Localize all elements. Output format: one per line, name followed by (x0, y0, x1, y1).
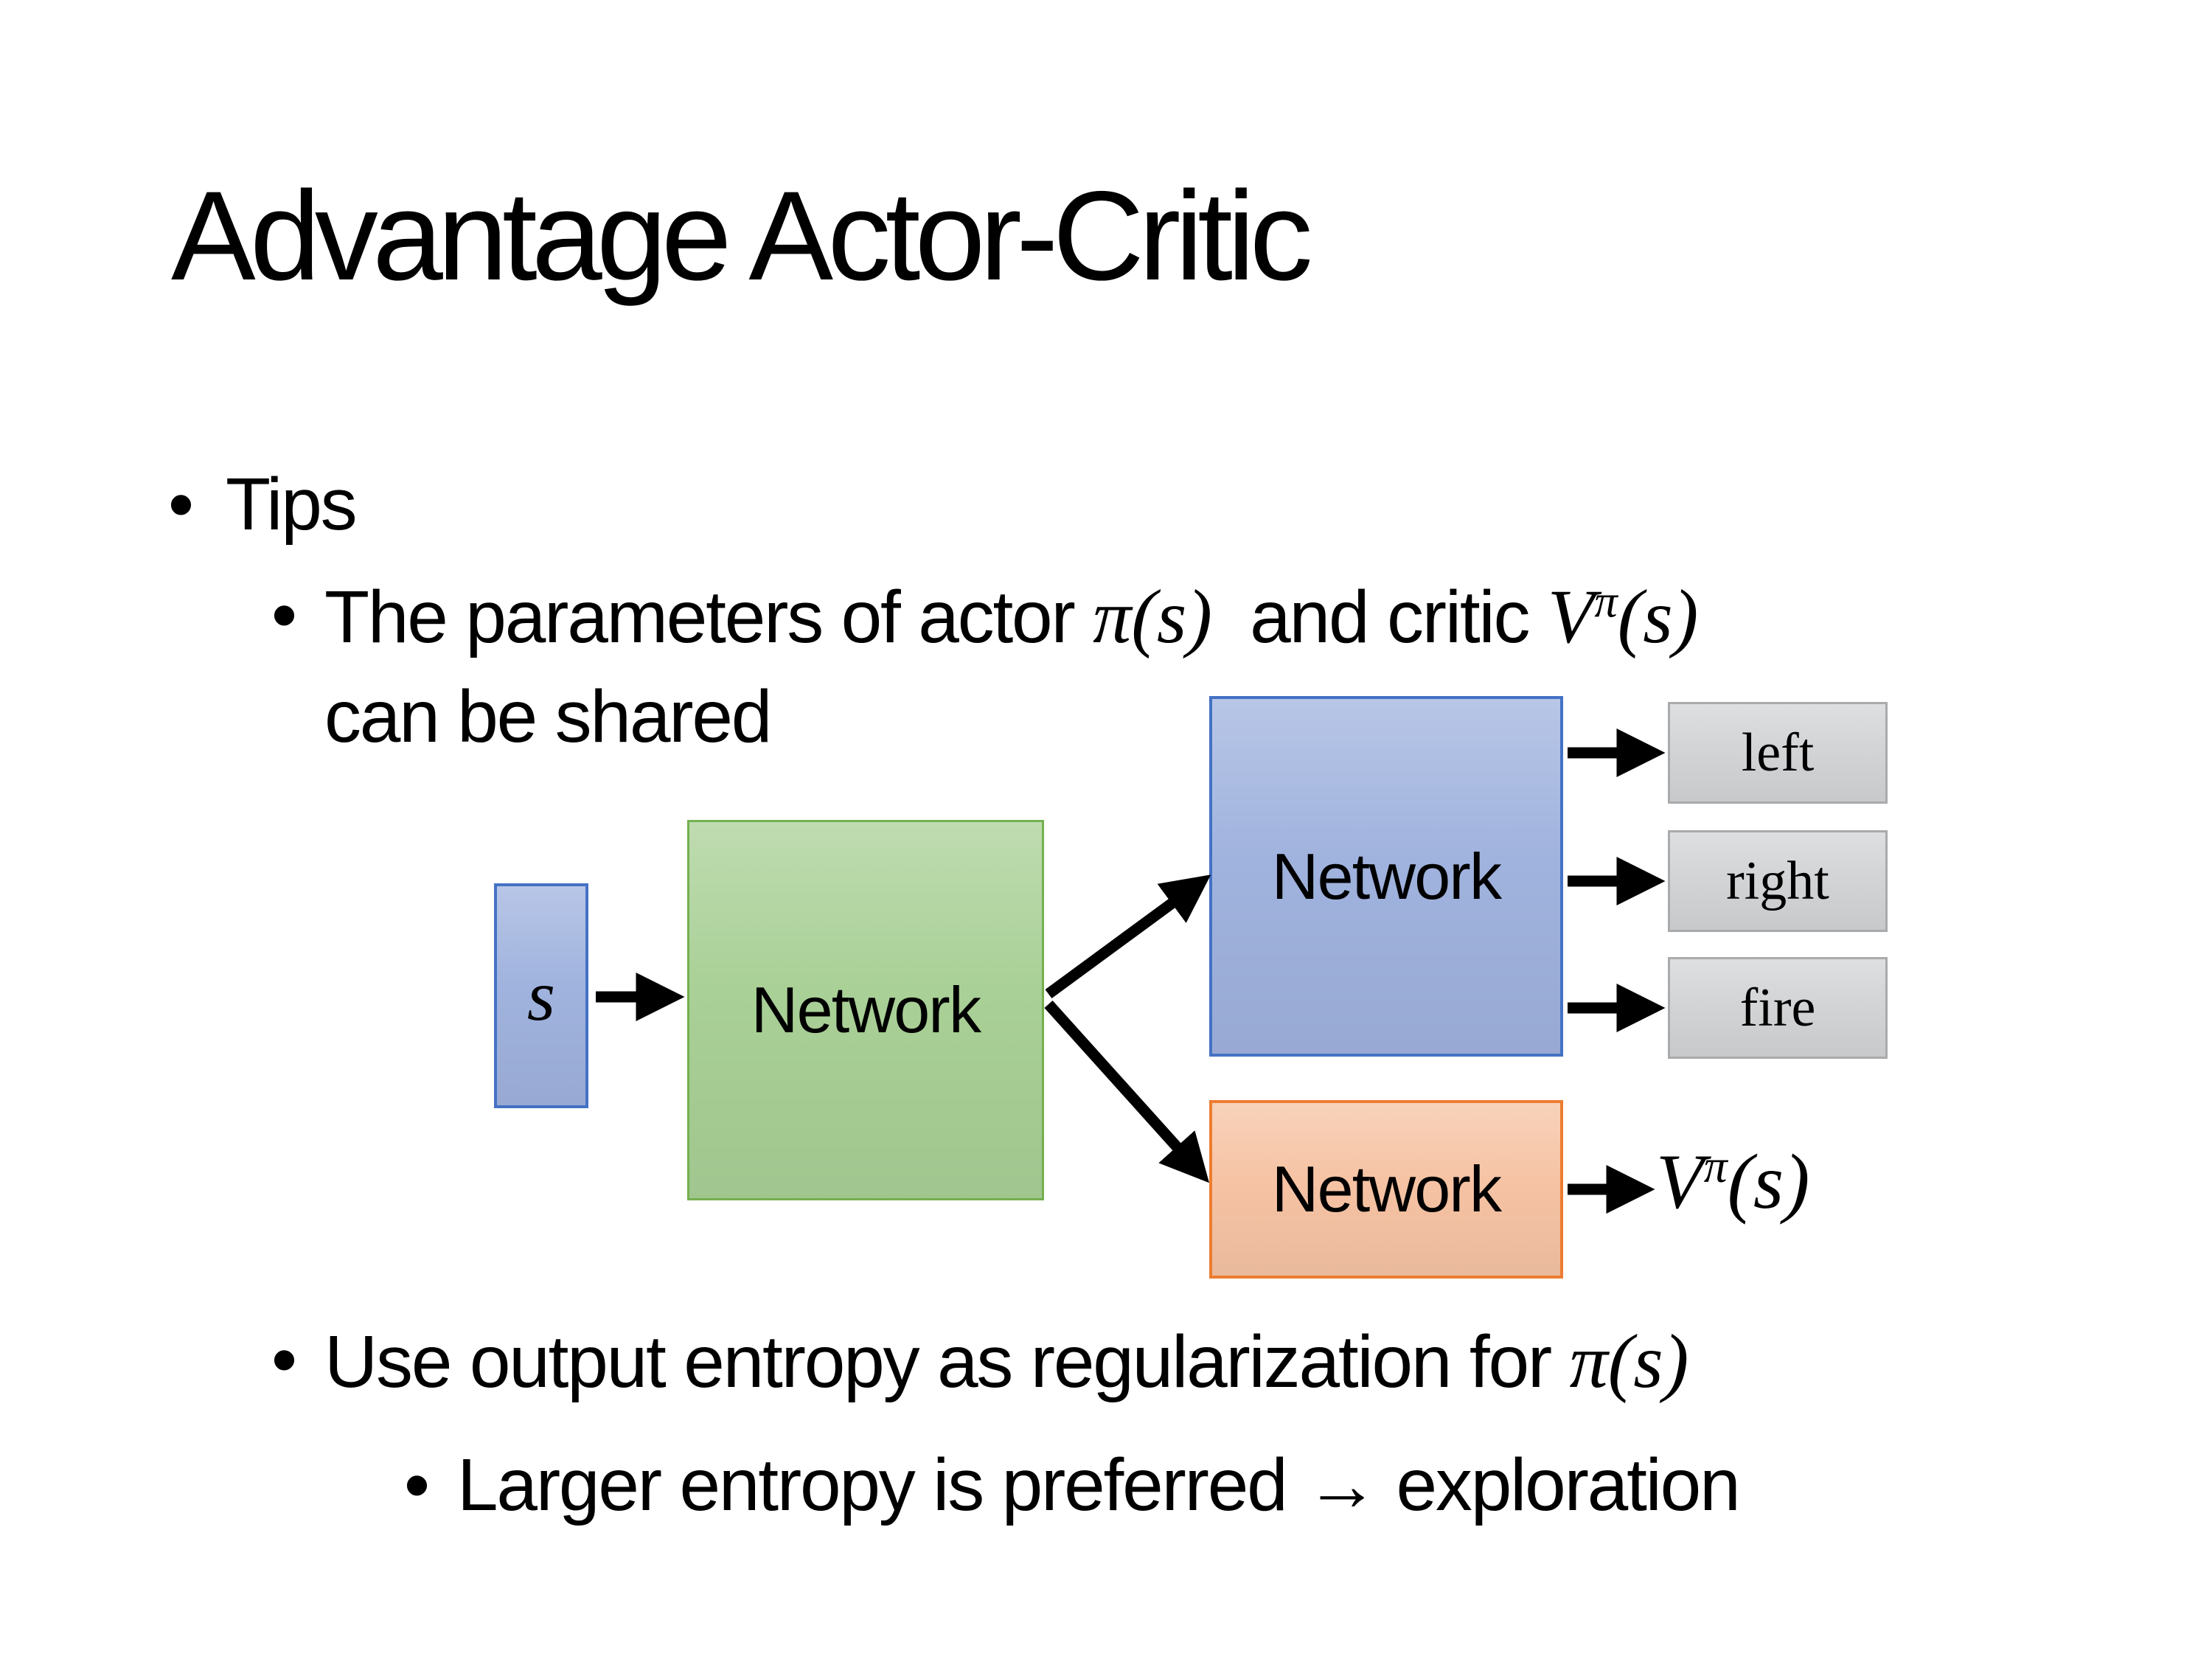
shared-network-box: Network (687, 820, 1044, 1200)
arrow-shared-to-actor (1045, 874, 1211, 999)
arrow-shared-to-critic (1044, 1000, 1210, 1183)
bullet-shared-parameters: • The parameters of actor π(s) and criti… (271, 566, 1698, 766)
actor-network-label: Network (1271, 839, 1502, 913)
entropy-pre: Use output entropy as regularization for (324, 1321, 1570, 1403)
bullet-marker: • (168, 463, 194, 546)
vout-args: (s) (1727, 1138, 1810, 1225)
parameters-pre: The parameters of actor (324, 576, 1093, 658)
action-label-right: right (1726, 850, 1829, 911)
larger-entropy-text: Larger entropy is preferred → exploratio… (457, 1444, 1741, 1526)
action-box-fire: fire (1668, 957, 1888, 1059)
bullet-marker: • (271, 574, 297, 656)
shared-parameters-line1: The parameters of actor π(s) and critic … (324, 566, 1698, 668)
math-v-pi-s: Vπ(s) (1548, 574, 1699, 659)
parameters-mid: and critic (1211, 576, 1548, 658)
vout-base: V (1656, 1138, 1704, 1225)
slide-title: Advantage Actor-Critic (171, 165, 1313, 307)
bullet-entropy-regularization: • Use output entropy as regularization f… (271, 1311, 1688, 1413)
math-v-args: (s) (1617, 574, 1699, 659)
math-pi-s-2: π(s) (1569, 1319, 1689, 1404)
bullet-larger-entropy: • Larger entropy is preferred → explorat… (404, 1436, 1741, 1534)
bullet-marker: • (404, 1444, 430, 1526)
entropy-regularization-text: Use output entropy as regularization for… (324, 1311, 1688, 1413)
actor-network-box: Network (1209, 696, 1563, 1057)
tips-label: Tips (226, 463, 358, 546)
shared-network-label: Network (751, 973, 981, 1046)
math-pi-s: π(s) (1093, 574, 1212, 659)
bullet-tips: • Tips (168, 456, 358, 554)
vout-sup: π (1703, 1140, 1728, 1193)
math-v-base: V (1547, 574, 1595, 659)
shared-parameters-line2: can be shared (324, 675, 772, 759)
critic-network-box: Network (1209, 1100, 1563, 1279)
action-box-right: right (1668, 830, 1888, 932)
state-input-box: s (494, 883, 588, 1108)
action-label-fire: fire (1739, 977, 1816, 1038)
critic-network-label: Network (1271, 1152, 1502, 1225)
state-label: s (526, 956, 556, 1036)
critic-output-value: Vπ(s) (1656, 1137, 1809, 1227)
shared-parameters-text: The parameters of actor π(s) and critic … (324, 566, 1698, 766)
action-box-left: left (1668, 702, 1888, 804)
math-v-sup: π (1594, 576, 1618, 627)
bullet-marker: • (271, 1318, 297, 1401)
action-label-left: left (1741, 722, 1815, 783)
